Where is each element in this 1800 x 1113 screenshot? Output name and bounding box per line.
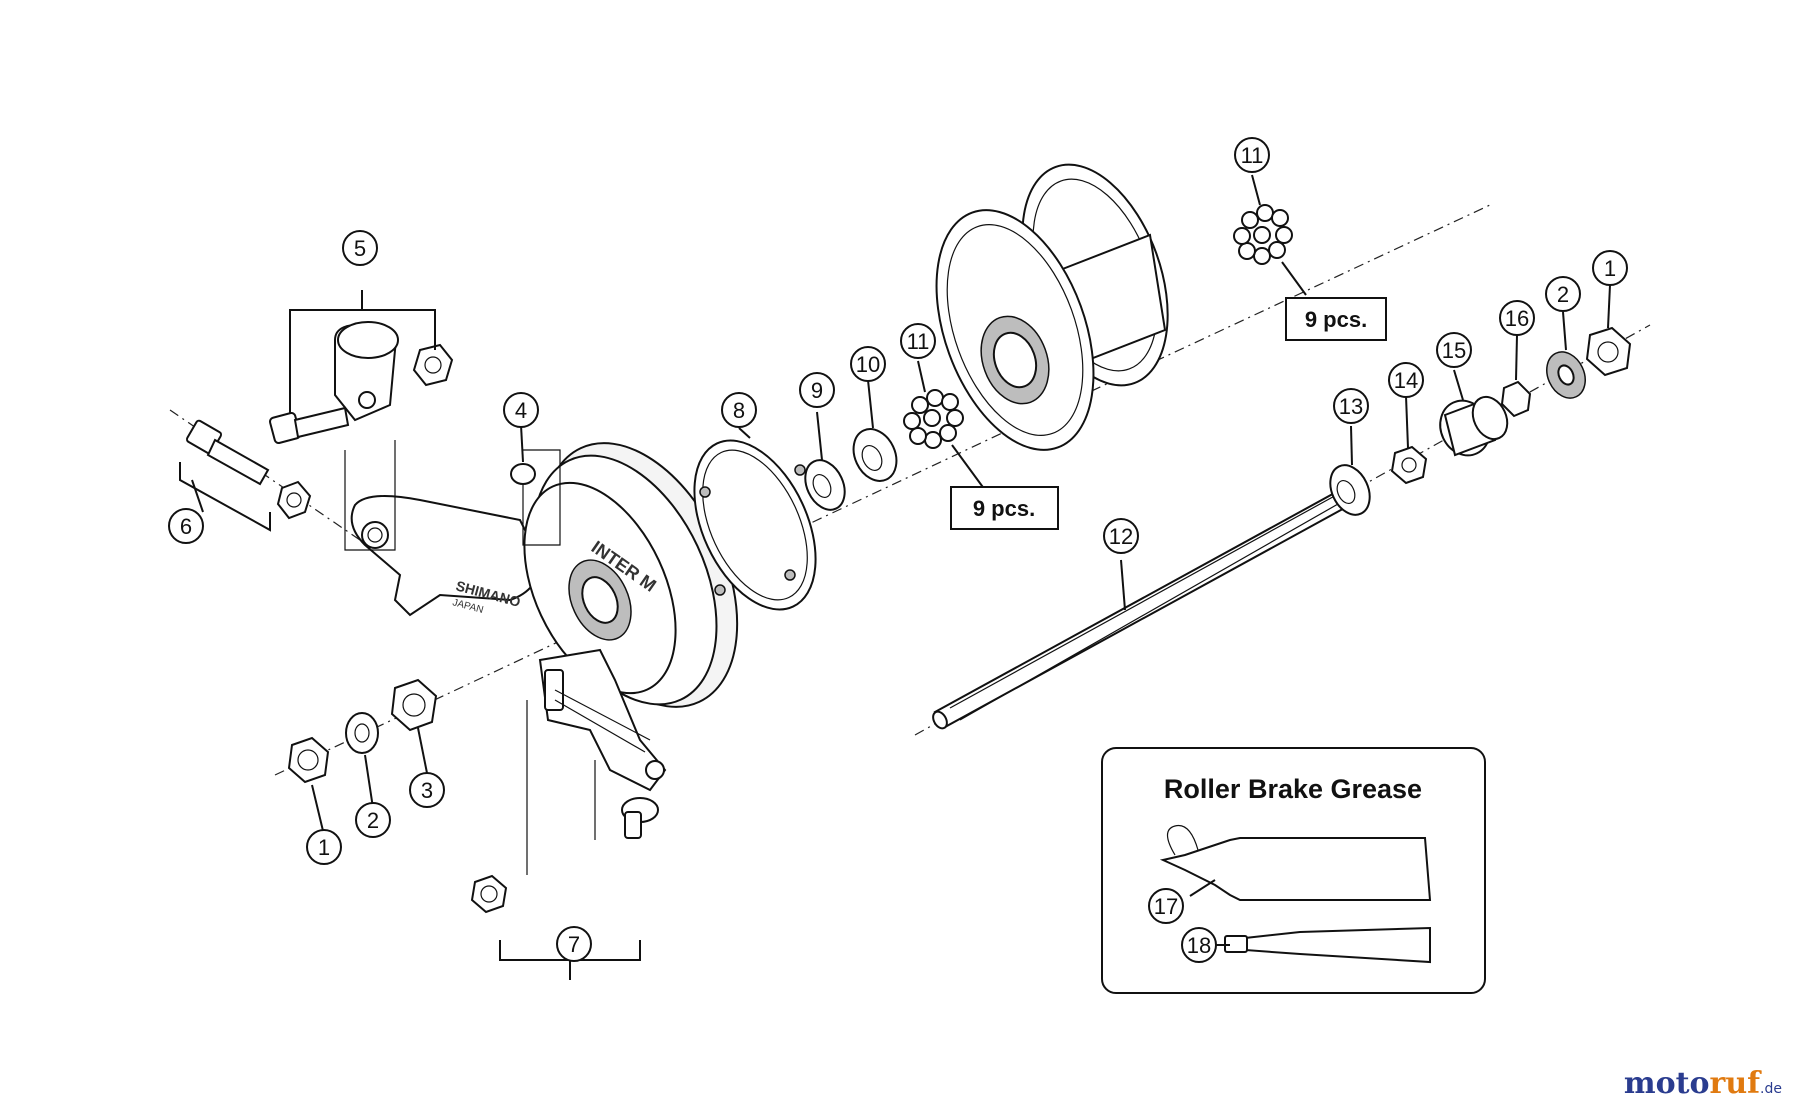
callout-number: 6 bbox=[180, 514, 192, 539]
callout-number: 2 bbox=[367, 808, 379, 833]
callout-circle bbox=[1103, 518, 1139, 554]
callout-circle bbox=[409, 772, 445, 808]
part-4-plug bbox=[510, 449, 561, 546]
callout-c6: 6 bbox=[168, 508, 204, 544]
callout-circle bbox=[1436, 332, 1472, 368]
callout-number: 11 bbox=[907, 329, 930, 354]
callout-c14: 14 bbox=[1388, 362, 1424, 398]
callout-circle bbox=[168, 508, 204, 544]
callout-circle bbox=[1234, 137, 1270, 173]
callout-number: 7 bbox=[568, 932, 580, 957]
callout-circle bbox=[306, 829, 342, 865]
callout-c2-left: 2 bbox=[355, 802, 391, 838]
callout-number: 11 bbox=[1241, 143, 1264, 168]
brake-unit: SHIMANO JAPAN INTER M bbox=[350, 442, 739, 792]
qty-lower-text: 9 pcs. bbox=[973, 496, 1035, 521]
watermark-part2: ruf bbox=[1709, 1066, 1761, 1101]
callout-circle bbox=[342, 230, 378, 266]
grease-box-title: Roller Brake Grease bbox=[1164, 774, 1422, 804]
callout-c1-right: 1 bbox=[1592, 250, 1628, 286]
callout-number: 1 bbox=[1604, 256, 1616, 281]
callout-number: 15 bbox=[1442, 338, 1466, 363]
callout-c2-right: 2 bbox=[1545, 276, 1581, 312]
watermark-part1: moto bbox=[1623, 1066, 1710, 1101]
callout-number: 18 bbox=[1187, 933, 1211, 958]
callout-c11-upper: 11 bbox=[1234, 137, 1270, 173]
leader-lines bbox=[191, 174, 1611, 836]
watermark-logo: motoruf.de bbox=[1624, 1066, 1782, 1101]
part-5-clamp bbox=[268, 290, 454, 551]
callout-circle bbox=[1499, 300, 1535, 336]
callout-circle bbox=[850, 346, 886, 382]
callout-c7: 7 bbox=[556, 926, 592, 962]
callout-c8: 8 bbox=[721, 392, 757, 428]
callout-c9: 9 bbox=[799, 372, 835, 408]
callout-c4: 4 bbox=[503, 392, 539, 428]
callout-circle bbox=[799, 372, 835, 408]
callout-number: 8 bbox=[733, 398, 745, 423]
callout-circle bbox=[1592, 250, 1628, 286]
callout-number: 17 bbox=[1154, 894, 1178, 919]
callout-circle bbox=[900, 323, 936, 359]
callout-c1-left: 1 bbox=[306, 829, 342, 865]
callout-circle bbox=[721, 392, 757, 428]
callout-number: 2 bbox=[1557, 282, 1569, 307]
callout-number: 14 bbox=[1394, 368, 1418, 393]
callout-number: 12 bbox=[1109, 524, 1133, 549]
callout-number: 9 bbox=[811, 378, 823, 403]
hub-shell bbox=[935, 163, 1169, 451]
bearing-balls-upper bbox=[1233, 204, 1293, 265]
callout-c16: 16 bbox=[1499, 300, 1535, 336]
callout-c10: 10 bbox=[850, 346, 886, 382]
axis-lines bbox=[169, 204, 1651, 776]
callout-circle bbox=[1333, 388, 1369, 424]
callout-c17: 17 bbox=[1148, 888, 1184, 924]
callout-number: 1 bbox=[318, 835, 330, 860]
grease-box: Roller Brake Grease bbox=[1101, 747, 1486, 994]
part-7-hardware bbox=[470, 700, 659, 980]
callout-circle bbox=[1181, 927, 1217, 963]
callout-c18: 18 bbox=[1181, 927, 1217, 963]
callout-number: 10 bbox=[856, 352, 880, 377]
callout-number: 4 bbox=[515, 398, 527, 423]
part-8-ring bbox=[693, 439, 817, 611]
callout-circle bbox=[1545, 276, 1581, 312]
callout-circle bbox=[355, 802, 391, 838]
callout-circle bbox=[556, 926, 592, 962]
callout-circle bbox=[1388, 362, 1424, 398]
callout-c13: 13 bbox=[1333, 388, 1369, 424]
callout-circle bbox=[1148, 888, 1184, 924]
left-axle-hardware bbox=[287, 678, 438, 784]
callout-c3: 3 bbox=[409, 772, 445, 808]
bearing-balls-lower bbox=[903, 389, 964, 449]
callout-c5: 5 bbox=[342, 230, 378, 266]
callout-number: 13 bbox=[1339, 394, 1363, 419]
part-6-bolt bbox=[179, 419, 312, 532]
right-axle-hardware bbox=[1329, 326, 1632, 516]
callout-number: 16 bbox=[1505, 306, 1529, 331]
origin-imprint: JAPAN bbox=[451, 597, 484, 616]
callout-number: 3 bbox=[421, 778, 433, 803]
callout-c11-lower: 11 bbox=[900, 323, 936, 359]
qty-box-lower: 9 pcs. bbox=[950, 486, 1059, 530]
callout-number: 5 bbox=[354, 236, 366, 261]
callout-circle bbox=[503, 392, 539, 428]
callout-c15: 15 bbox=[1436, 332, 1472, 368]
callout-c12: 12 bbox=[1103, 518, 1139, 554]
qty-upper-text: 9 pcs. bbox=[1305, 307, 1367, 332]
qty-box-upper: 9 pcs. bbox=[1285, 297, 1387, 341]
parts-9-10-cones bbox=[804, 428, 898, 511]
watermark-suffix: .de bbox=[1760, 1081, 1782, 1097]
